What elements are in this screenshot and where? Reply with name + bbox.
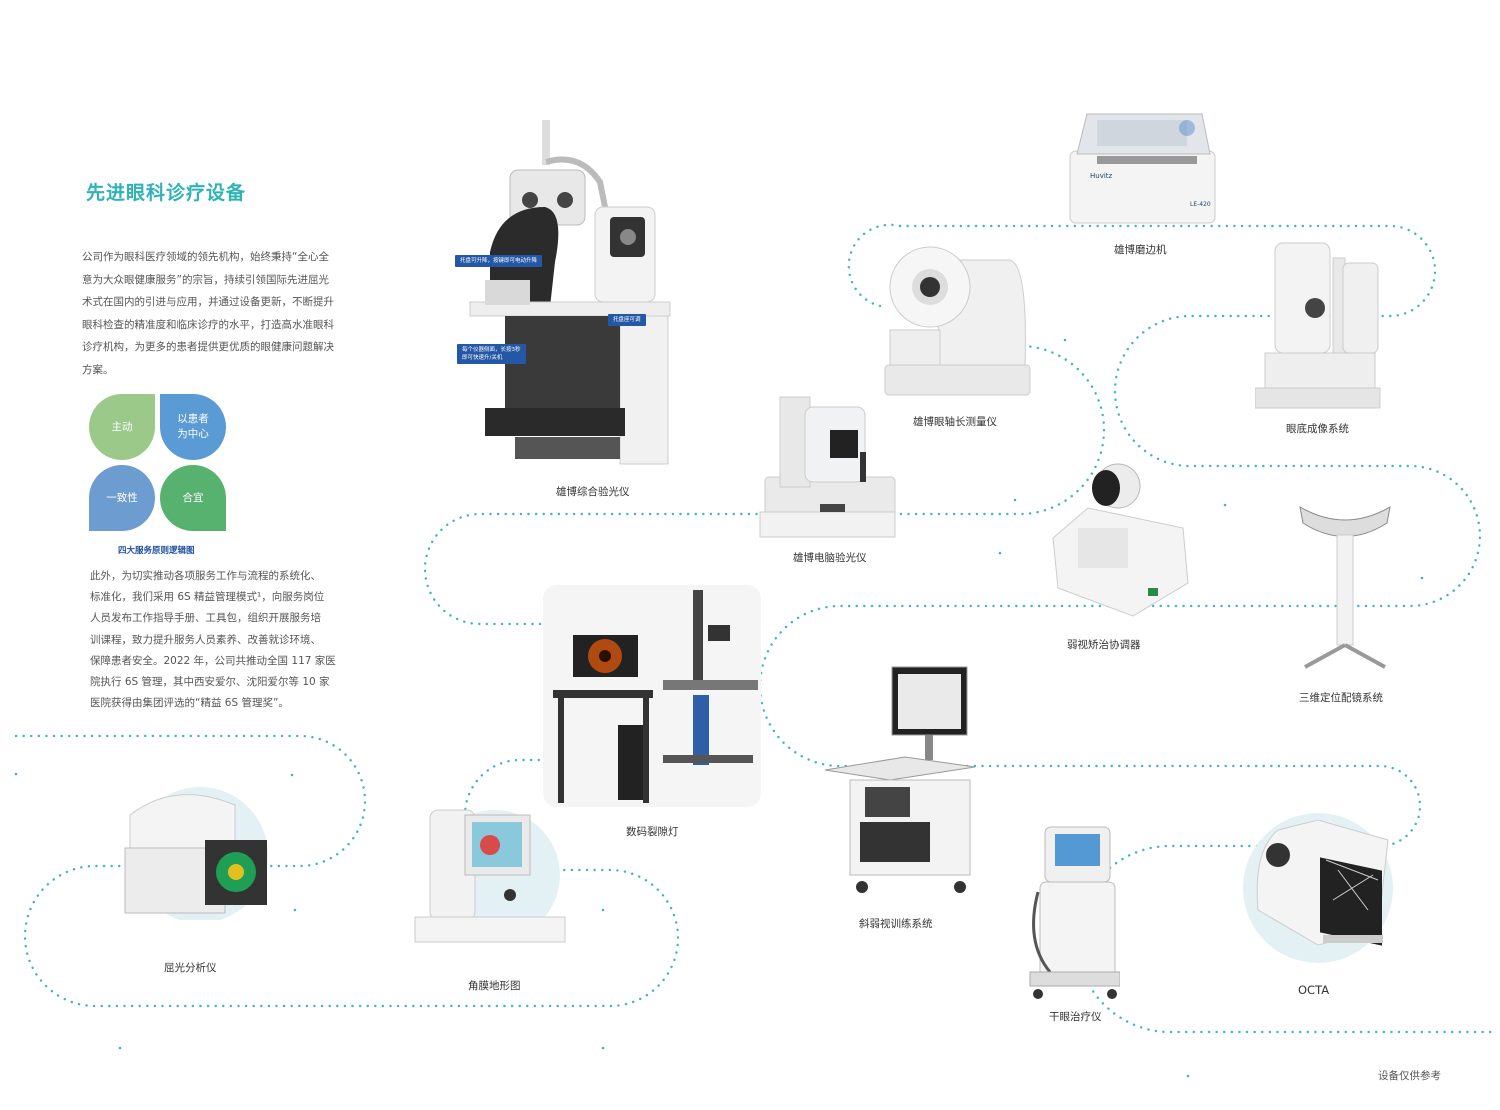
callout-tray-lift: 托盘可升降，按键即可电动升降 [455,255,543,267]
strabismus-training-system-image [824,666,976,893]
refraction-unit-image [469,120,671,465]
svg-text:LE-420: LE-420 [1190,201,1211,208]
device-label-corneal-topographer: 角膜地形图 [468,980,521,992]
page-title: 先进眼科诊疗设备 [86,182,247,204]
svg-text:Huvitz: Huvitz [1090,172,1113,180]
device-label-auto-refractometer: 雄博电脑验光仪 [793,552,867,564]
petal-patient-centered: 以患者 为中心 [160,394,226,460]
device-label-octa: OCTA [1298,983,1330,997]
octa-image [1243,813,1393,963]
callout-side-power: 每个仪器侧面，长按3秒 即可快速升/关机 [457,344,526,364]
lens-edger-image: Huvitz LE-420 [1069,113,1216,224]
dry-eye-treatment-device-image [1029,826,1120,999]
device-label-lens-edger: 雄博磨边机 [1114,244,1167,256]
device-label-strabismus-training: 斜弱视训练系统 [859,918,933,930]
device-label-dry-eye-treatment: 干眼治疗仪 [1049,1011,1102,1023]
refraction-analyzer-image [124,787,268,920]
body-paragraph: 此外，为切实推动各项服务工作与流程的系统化、 标准化，我们采用 6S 精益管理模… [90,570,336,710]
device-label-refraction-analyzer: 屈光分析仪 [164,962,217,974]
device-label-amblyopia-coordinator: 弱视矫治协调器 [1067,639,1141,651]
device-label-fundus-imaging: 眼底成像系统 [1286,423,1349,435]
device-label-refraction-unit: 雄博综合验光仪 [556,486,630,498]
auto-refractometer-image [759,396,896,538]
intro-paragraph: 公司作为眼科医疗领域的领先机构，始终秉持“全心全 意为大众眼健康服务”的宗旨，持… [82,251,334,376]
axial-length-meter-image [884,246,1031,396]
petal-consistency: 一致性 [89,465,155,531]
amblyopia-coordinator-image [1052,463,1189,617]
device-label-3d-positioning: 三维定位配镜系统 [1299,692,1383,704]
corneal-topographer-image [414,809,566,943]
footer-note: 设备仅供参考 [1378,1070,1441,1082]
device-label-axial-length-meter: 雄博眼轴长测量仪 [913,416,997,428]
3d-positioning-system-image [1299,506,1391,669]
petal-appropriate: 合宜 [160,465,226,531]
digital-slit-lamp-image [543,585,761,807]
petal-proactive: 主动 [89,394,155,460]
device-label-digital-slit-lamp: 数码裂隙灯 [626,826,679,838]
fundus-imaging-image [1255,242,1381,409]
callout-tray-seat: 托盘座可调 [608,314,646,326]
principles-diagram-caption: 四大服务原则逻辑图 [118,546,195,556]
